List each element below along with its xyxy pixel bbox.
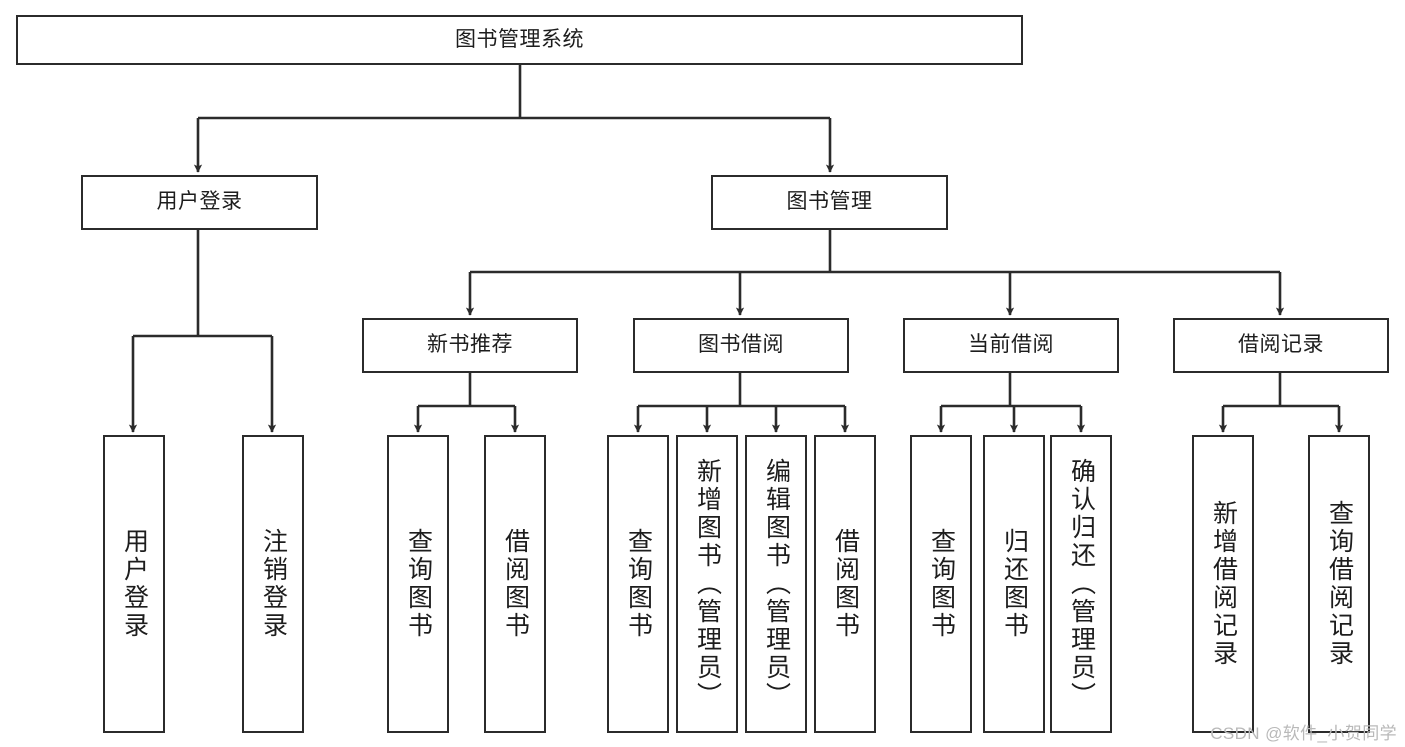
node-leaf-query-book-1-label: 查询图书 [404,528,433,640]
node-leaf-query-record[interactable]: 查询借阅记录 [1308,435,1370,733]
node-leaf-user-login[interactable]: 用户登录 [103,435,165,733]
node-leaf-return-book-label: 归还图书 [1000,528,1029,640]
node-leaf-borrow-book-1-label: 借阅图书 [501,528,530,640]
node-leaf-user-logout-label: 注销登录 [259,528,288,640]
node-leaf-add-book[interactable]: 新增图书（管理员） [676,435,738,733]
node-user-login[interactable]: 用户登录 [81,175,318,230]
node-leaf-add-book-label: 新增图书（管理员） [693,458,722,710]
node-leaf-query-book-2-label: 查询图书 [624,528,653,640]
node-leaf-borrow-book-1[interactable]: 借阅图书 [484,435,546,733]
node-leaf-query-book-3[interactable]: 查询图书 [910,435,972,733]
node-leaf-query-book-2[interactable]: 查询图书 [607,435,669,733]
node-new-book-recommend-label: 新书推荐 [427,333,513,357]
node-leaf-return-book[interactable]: 归还图书 [983,435,1045,733]
watermark: CSDN @软件_小贺同学 [1210,724,1397,743]
node-book-borrow[interactable]: 图书借阅 [633,318,849,373]
node-leaf-confirm-return-label: 确认归还（管理员） [1067,458,1096,710]
node-user-login-label: 用户登录 [156,190,243,214]
node-borrow-record[interactable]: 借阅记录 [1173,318,1389,373]
node-book-manage-label: 图书管理 [786,190,873,214]
node-leaf-add-record[interactable]: 新增借阅记录 [1192,435,1254,733]
node-new-book-recommend[interactable]: 新书推荐 [362,318,578,373]
node-leaf-edit-book[interactable]: 编辑图书（管理员） [745,435,807,733]
node-leaf-confirm-return[interactable]: 确认归还（管理员） [1050,435,1112,733]
node-leaf-query-book-3-label: 查询图书 [927,528,956,640]
node-borrow-record-label: 借阅记录 [1238,333,1324,357]
node-leaf-add-record-label: 新增借阅记录 [1209,500,1238,668]
node-leaf-borrow-book-2[interactable]: 借阅图书 [814,435,876,733]
node-current-borrow[interactable]: 当前借阅 [903,318,1119,373]
node-book-borrow-label: 图书借阅 [698,333,784,357]
node-leaf-user-login-label: 用户登录 [120,528,149,640]
node-leaf-edit-book-label: 编辑图书（管理员） [762,458,791,710]
node-root[interactable]: 图书管理系统 [16,15,1023,65]
node-current-borrow-label: 当前借阅 [968,333,1054,357]
node-leaf-borrow-book-2-label: 借阅图书 [831,528,860,640]
node-leaf-query-book-1[interactable]: 查询图书 [387,435,449,733]
node-leaf-user-logout[interactable]: 注销登录 [242,435,304,733]
node-book-manage[interactable]: 图书管理 [711,175,948,230]
node-root-label: 图书管理系统 [455,27,584,51]
node-leaf-query-record-label: 查询借阅记录 [1325,500,1354,668]
